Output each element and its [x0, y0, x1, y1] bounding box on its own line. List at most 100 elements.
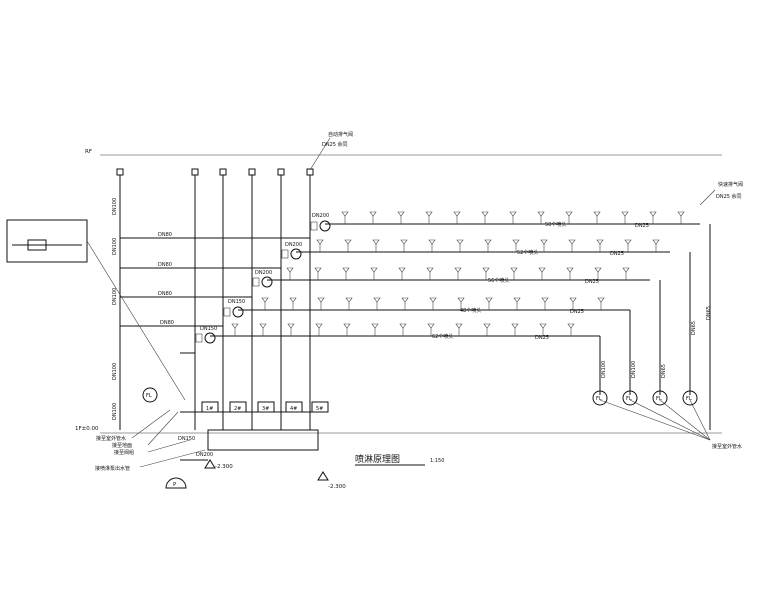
flow-indicator-icon — [682, 390, 698, 406]
sprinkler-head-icon — [397, 211, 405, 217]
valve-box — [311, 401, 329, 413]
sprinkler-head-icon — [541, 297, 549, 303]
sprinkler-head-icon — [540, 239, 548, 245]
drawing-scale: 1:150 — [430, 458, 444, 464]
sprinkler-head-icon — [341, 211, 349, 217]
dn25-label: DN25 — [585, 279, 599, 285]
flow-indicator-label: FL — [686, 396, 692, 402]
drawing-title: 喷淋原理图 — [355, 453, 400, 465]
sprinkler-head-icon — [593, 211, 601, 217]
level-mid: -2.300 — [215, 464, 233, 470]
branch-label: DN80 — [158, 291, 172, 297]
sprinkler-head-icon — [289, 297, 297, 303]
sprinkler-head-icon — [652, 239, 660, 245]
leader-l3 — [147, 439, 191, 453]
sprinkler-head-icon — [372, 239, 380, 245]
level-marker-right — [317, 471, 329, 481]
valve-box — [257, 401, 275, 413]
valve-group-label: DN200 — [312, 213, 329, 219]
alarm-valve-icon — [204, 332, 216, 344]
sprinkler-count-label: 56个喷头 — [488, 277, 509, 284]
leader-r1 — [599, 399, 711, 441]
leader-r3 — [659, 399, 711, 441]
valve-box-label: 2# — [234, 406, 241, 412]
dn-pipe-label: DN150 — [178, 436, 195, 442]
sprinkler-head-icon — [509, 211, 517, 217]
flow-indicator-label: FL — [626, 396, 632, 402]
detail-valve — [27, 239, 47, 251]
sprinkler-head-icon — [513, 297, 521, 303]
alarm-valve-icon — [319, 220, 331, 232]
riser-label: DN100 — [112, 198, 118, 215]
vent-top-spec: DN25 余同 — [322, 141, 348, 148]
sprinkler-head-icon — [400, 239, 408, 245]
alarm-valve-icon — [261, 276, 273, 288]
riser-cap-2 — [191, 168, 199, 176]
leader-l1 — [131, 409, 171, 439]
dn-small-label: DN65 — [691, 321, 697, 335]
dn-small-label: DN65 — [661, 364, 667, 378]
sprinkler-head-icon — [569, 297, 577, 303]
riser-cap-3 — [219, 168, 227, 176]
flow-indicator-label: FL — [656, 396, 662, 402]
alarm-valve-groups — [195, 220, 331, 344]
sprinkler-head-icon — [428, 239, 436, 245]
dn-pipe-label: DN200 — [196, 452, 213, 458]
valve-box-label: 1# — [206, 406, 213, 412]
sprinkler-head-icon — [342, 267, 350, 273]
valve-group-label: DN200 — [255, 270, 272, 276]
riser-label: DN100 — [112, 238, 118, 255]
valve-box — [201, 401, 219, 413]
flow-indicator-icon — [622, 390, 638, 406]
valve-group-label: DN200 — [285, 242, 302, 248]
sprinkler-head-icon — [399, 323, 407, 329]
valve-box — [229, 401, 247, 413]
leader-l4 — [139, 449, 206, 468]
flow-indicator-icon — [142, 387, 158, 403]
valve-box-label: 3# — [262, 406, 269, 412]
flow-indicator-icon — [592, 390, 608, 406]
left-annotation: 接喷淋泵出水管 — [95, 465, 130, 472]
sprinkler-head-icon — [425, 211, 433, 217]
gate-valve-icon — [281, 249, 289, 259]
sprinkler-head-icon — [427, 323, 435, 329]
sprinkler-head-icon — [481, 211, 489, 217]
sprinkler-head-icon — [315, 323, 323, 329]
gate-valve-icon — [310, 221, 318, 231]
sprinkler-head-icon — [455, 323, 463, 329]
vent-right-title: 快速排气阀 — [718, 181, 743, 188]
sprinkler-head-icon — [621, 211, 629, 217]
dn25-label: DN25 — [610, 251, 624, 257]
sprinkler-head-icon — [482, 267, 490, 273]
sprinkler-head-icon — [398, 267, 406, 273]
sprinkler-head-icon — [344, 239, 352, 245]
sprinkler-head-icon — [483, 323, 491, 329]
left-annotation: 接至阀组 — [114, 449, 134, 456]
riser-cap-4 — [248, 168, 256, 176]
flow-indicator-icon — [652, 390, 668, 406]
riser-label: DN100 — [112, 288, 118, 305]
left-annotation: 接至地面 — [112, 442, 132, 449]
alarm-valve-icon — [290, 248, 302, 260]
gate-valve-icon — [223, 307, 231, 317]
dn-small-label: DN100 — [601, 361, 607, 378]
sprinkler-head-icon — [568, 239, 576, 245]
sprinkler-head-icon — [511, 323, 519, 329]
sprinkler-head-icon — [373, 297, 381, 303]
sprinkler-head-icon — [259, 323, 267, 329]
sprinkler-head-icon — [343, 323, 351, 329]
sprinkler-head-icon — [597, 297, 605, 303]
sprinkler-head-icon — [426, 267, 434, 273]
valve-box — [285, 401, 303, 413]
leader-r2 — [629, 399, 711, 441]
sprinkler-head-icon — [261, 297, 269, 303]
alarm-valve-icon — [232, 306, 244, 318]
dn-small-label: DN100 — [631, 361, 637, 378]
sprinkler-head-icon — [316, 239, 324, 245]
right-annotation: 接至室外管水 — [712, 443, 742, 450]
sprinkler-head-icon — [369, 211, 377, 217]
sprinkler-head-icon — [456, 239, 464, 245]
sprinkler-head-icon — [624, 239, 632, 245]
riser-cap-5 — [277, 168, 285, 176]
